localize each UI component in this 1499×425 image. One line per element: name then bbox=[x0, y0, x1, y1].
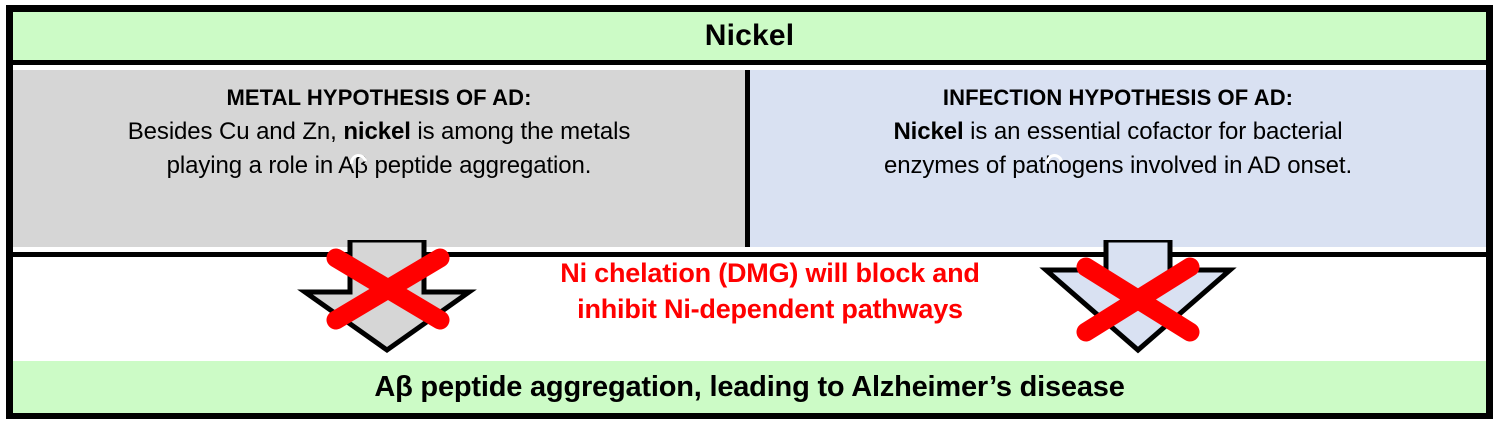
header-band-nickel: Nickel bbox=[13, 12, 1486, 65]
hypothesis-panels: METAL HYPOTHESIS OF AD: Besides Cu and Z… bbox=[13, 70, 1486, 247]
panel-metal-body-line1: Besides Cu and Zn, nickel is among the m… bbox=[127, 118, 631, 146]
metal-text-post: is among the metals bbox=[410, 118, 631, 146]
panel-metal-heading: METAL HYPOTHESIS OF AD: bbox=[226, 85, 532, 110]
panel-metal-body: Besides Cu and Zn, nickel is among the m… bbox=[29, 115, 729, 183]
panel-infection-heading: INFECTION HYPOTHESIS OF AD: bbox=[942, 85, 1294, 110]
chelation-message-line1: Ni chelation (DMG) will block and bbox=[560, 258, 980, 288]
header-title: Nickel bbox=[704, 19, 795, 52]
panel-metal-body-line2: playing a role in Aβ peptide aggregation… bbox=[166, 152, 592, 180]
chelation-message: Ni chelation (DMG) will block and inhibi… bbox=[520, 256, 1020, 328]
footer-band-outcome: Aβ peptide aggregation, leading to Alzhe… bbox=[13, 361, 1486, 413]
middle-band bbox=[13, 252, 1486, 366]
panel-infection-body: Nickel is an essential cofactor for bact… bbox=[766, 115, 1470, 183]
panel-infection-hypothesis: INFECTION HYPOTHESIS OF AD: Nickel is an… bbox=[750, 70, 1486, 247]
infection-text-bold: Nickel bbox=[893, 118, 964, 146]
infection-text-post: is an essential cofactor for bacterial bbox=[963, 118, 1343, 146]
metal-text-pre: Besides Cu and Zn, bbox=[127, 118, 344, 146]
metal-text-bold: nickel bbox=[343, 118, 411, 146]
panel-infection-body-line1: Nickel is an essential cofactor for bact… bbox=[893, 118, 1342, 145]
panel-infection-body-line2: enzymes of pathogens involved in AD onse… bbox=[883, 152, 1353, 180]
panel-metal-hypothesis: METAL HYPOTHESIS OF AD: Besides Cu and Z… bbox=[13, 70, 750, 247]
chelation-message-line2: inhibit Ni-dependent pathways bbox=[577, 293, 963, 324]
footer-title: Aβ peptide aggregation, leading to Alzhe… bbox=[374, 370, 1125, 403]
